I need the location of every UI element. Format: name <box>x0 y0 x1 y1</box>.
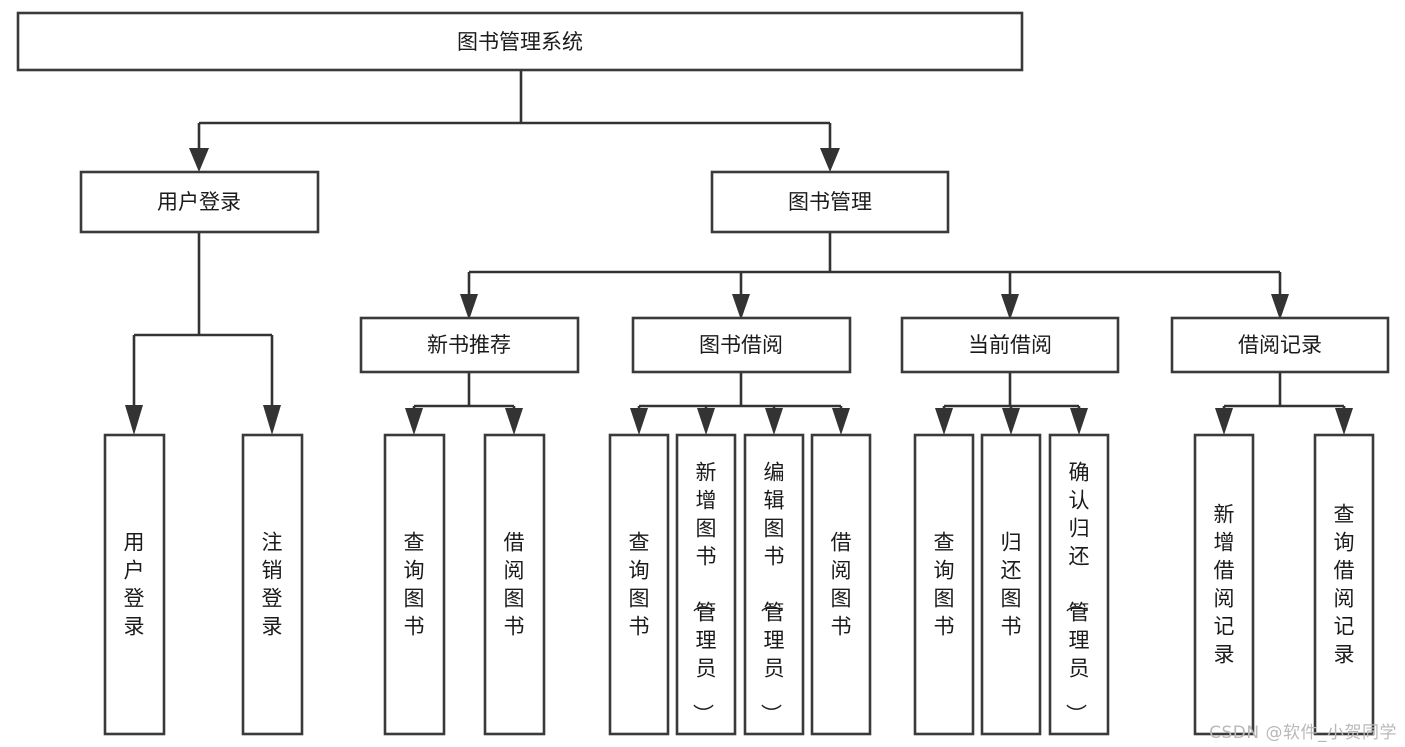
node-book-management[interactable]: 图书管理 <box>710 170 950 234</box>
arrow-head-leaf-borrow-book-1 <box>505 408 523 435</box>
leaf-query-record-label: 查询借阅记录 <box>1334 503 1355 667</box>
arrow-head-leaf-user-login <box>125 405 143 435</box>
leaf-confirm-return-box[interactable] <box>1048 433 1110 736</box>
leaf-borrow-book-2[interactable]: 借阅图书 <box>810 433 872 736</box>
node-book-management-label: 图书管理 <box>788 190 872 214</box>
leaf-query-book-2-box[interactable] <box>608 433 670 736</box>
node-borrow-record-label: 借阅记录 <box>1238 333 1322 357</box>
leaf-query-record-box[interactable] <box>1313 433 1375 736</box>
node-root[interactable]: 图书管理系统 <box>16 11 1024 72</box>
node-root-box[interactable] <box>16 11 1024 72</box>
node-book-borrow[interactable]: 图书借阅 <box>631 316 852 374</box>
arrow-head-leaf-edit-book <box>765 408 783 435</box>
node-user-login[interactable]: 用户登录 <box>79 170 320 234</box>
node-new-book-recommend-label: 新书推荐 <box>427 333 511 357</box>
leaf-borrow-book-2-label: 借阅图书 <box>831 531 852 639</box>
leaf-query-book-1[interactable]: 查询图书 <box>383 433 446 736</box>
leaf-add-book[interactable]: 新增图书（管理员） <box>675 433 737 736</box>
leaf-query-record[interactable]: 查询借阅记录 <box>1313 433 1375 736</box>
leaf-edit-book[interactable]: 编辑图书（管理员） <box>743 433 805 736</box>
leaf-add-record[interactable]: 新增借阅记录 <box>1193 433 1255 736</box>
arrow-head-user-login <box>189 148 209 172</box>
leaf-edit-book-box[interactable] <box>743 433 805 736</box>
node-current-borrow[interactable]: 当前借阅 <box>900 316 1120 374</box>
leaf-logout-login[interactable]: 注销登录 <box>241 433 304 736</box>
node-new-book-recommend[interactable]: 新书推荐 <box>359 316 580 374</box>
leaf-query-book-1-label: 查询图书 <box>404 531 425 639</box>
leaf-logout-login-box[interactable] <box>241 433 304 736</box>
leaf-confirm-return[interactable]: 确认归还（管理员） <box>1048 433 1110 736</box>
node-user-login-box[interactable] <box>79 170 320 234</box>
leaf-borrow-book-1[interactable]: 借阅图书 <box>483 433 546 736</box>
leaf-add-book-box[interactable] <box>675 433 737 736</box>
leaf-confirm-return-label: 确认归还（管理员） <box>1064 461 1090 725</box>
node-user-login-label: 用户登录 <box>157 190 241 214</box>
leaf-return-book[interactable]: 归还图书 <box>980 433 1042 736</box>
arrow-head-borrow-record <box>1271 294 1289 320</box>
node-current-borrow-box[interactable] <box>900 316 1120 374</box>
arrow-head-leaf-logout-login <box>263 405 281 435</box>
leaf-add-record-label: 新增借阅记录 <box>1214 503 1235 667</box>
leaf-return-book-label: 归还图书 <box>1001 531 1022 639</box>
node-book-borrow-box[interactable] <box>631 316 852 374</box>
leaf-query-book-1-box[interactable] <box>383 433 446 736</box>
node-book-borrow-label: 图书借阅 <box>699 333 783 357</box>
leaf-query-book-3[interactable]: 查询图书 <box>913 433 975 736</box>
leaf-borrow-book-2-box[interactable] <box>810 433 872 736</box>
arrow-head-leaf-add-record <box>1215 408 1233 435</box>
leaf-logout-login-label: 注销登录 <box>262 531 283 639</box>
leaf-edit-book-label: 编辑图书（管理员） <box>759 461 785 725</box>
node-borrow-record-box[interactable] <box>1170 316 1390 374</box>
arrow-head-book-management <box>820 148 840 172</box>
leaf-user-login-box[interactable] <box>103 433 166 736</box>
leaf-query-book-3-label: 查询图书 <box>934 531 955 639</box>
node-current-borrow-label: 当前借阅 <box>968 333 1052 357</box>
arrow-head-leaf-query-book-2 <box>630 408 648 435</box>
watermark-text: CSDN @软件_小贺同学 <box>1209 723 1397 743</box>
leaf-user-login[interactable]: 用户登录 <box>103 433 166 736</box>
leaf-borrow-book-1-label: 借阅图书 <box>504 531 525 639</box>
node-borrow-record[interactable]: 借阅记录 <box>1170 316 1390 374</box>
leaf-query-book-2-label: 查询图书 <box>629 531 650 639</box>
leaf-query-book-2[interactable]: 查询图书 <box>608 433 670 736</box>
leaf-return-book-box[interactable] <box>980 433 1042 736</box>
connector-layer <box>125 70 1353 435</box>
arrow-head-current-borrow <box>1001 294 1019 320</box>
leaf-borrow-book-1-box[interactable] <box>483 433 546 736</box>
arrow-head-leaf-query-record <box>1335 408 1353 435</box>
arrow-head-leaf-query-book-1 <box>405 408 423 435</box>
leaf-add-record-box[interactable] <box>1193 433 1255 736</box>
arrow-head-leaf-query-book-3 <box>935 408 953 435</box>
leaf-user-login-label: 用户登录 <box>124 531 145 639</box>
leaf-query-book-3-box[interactable] <box>913 433 975 736</box>
leaf-add-book-label: 新增图书（管理员） <box>691 461 717 725</box>
node-root-label: 图书管理系统 <box>457 30 583 54</box>
arrow-head-leaf-borrow-book-2 <box>832 408 850 435</box>
node-book-management-box[interactable] <box>710 170 950 234</box>
arrow-head-leaf-confirm-return <box>1070 408 1088 435</box>
arrow-head-book-borrow <box>732 294 750 320</box>
node-new-book-recommend-box[interactable] <box>359 316 580 374</box>
arrow-head-leaf-add-book <box>697 408 715 435</box>
arrow-head-leaf-return-book <box>1002 408 1020 435</box>
arrow-head-new-book-recommend <box>460 294 478 320</box>
